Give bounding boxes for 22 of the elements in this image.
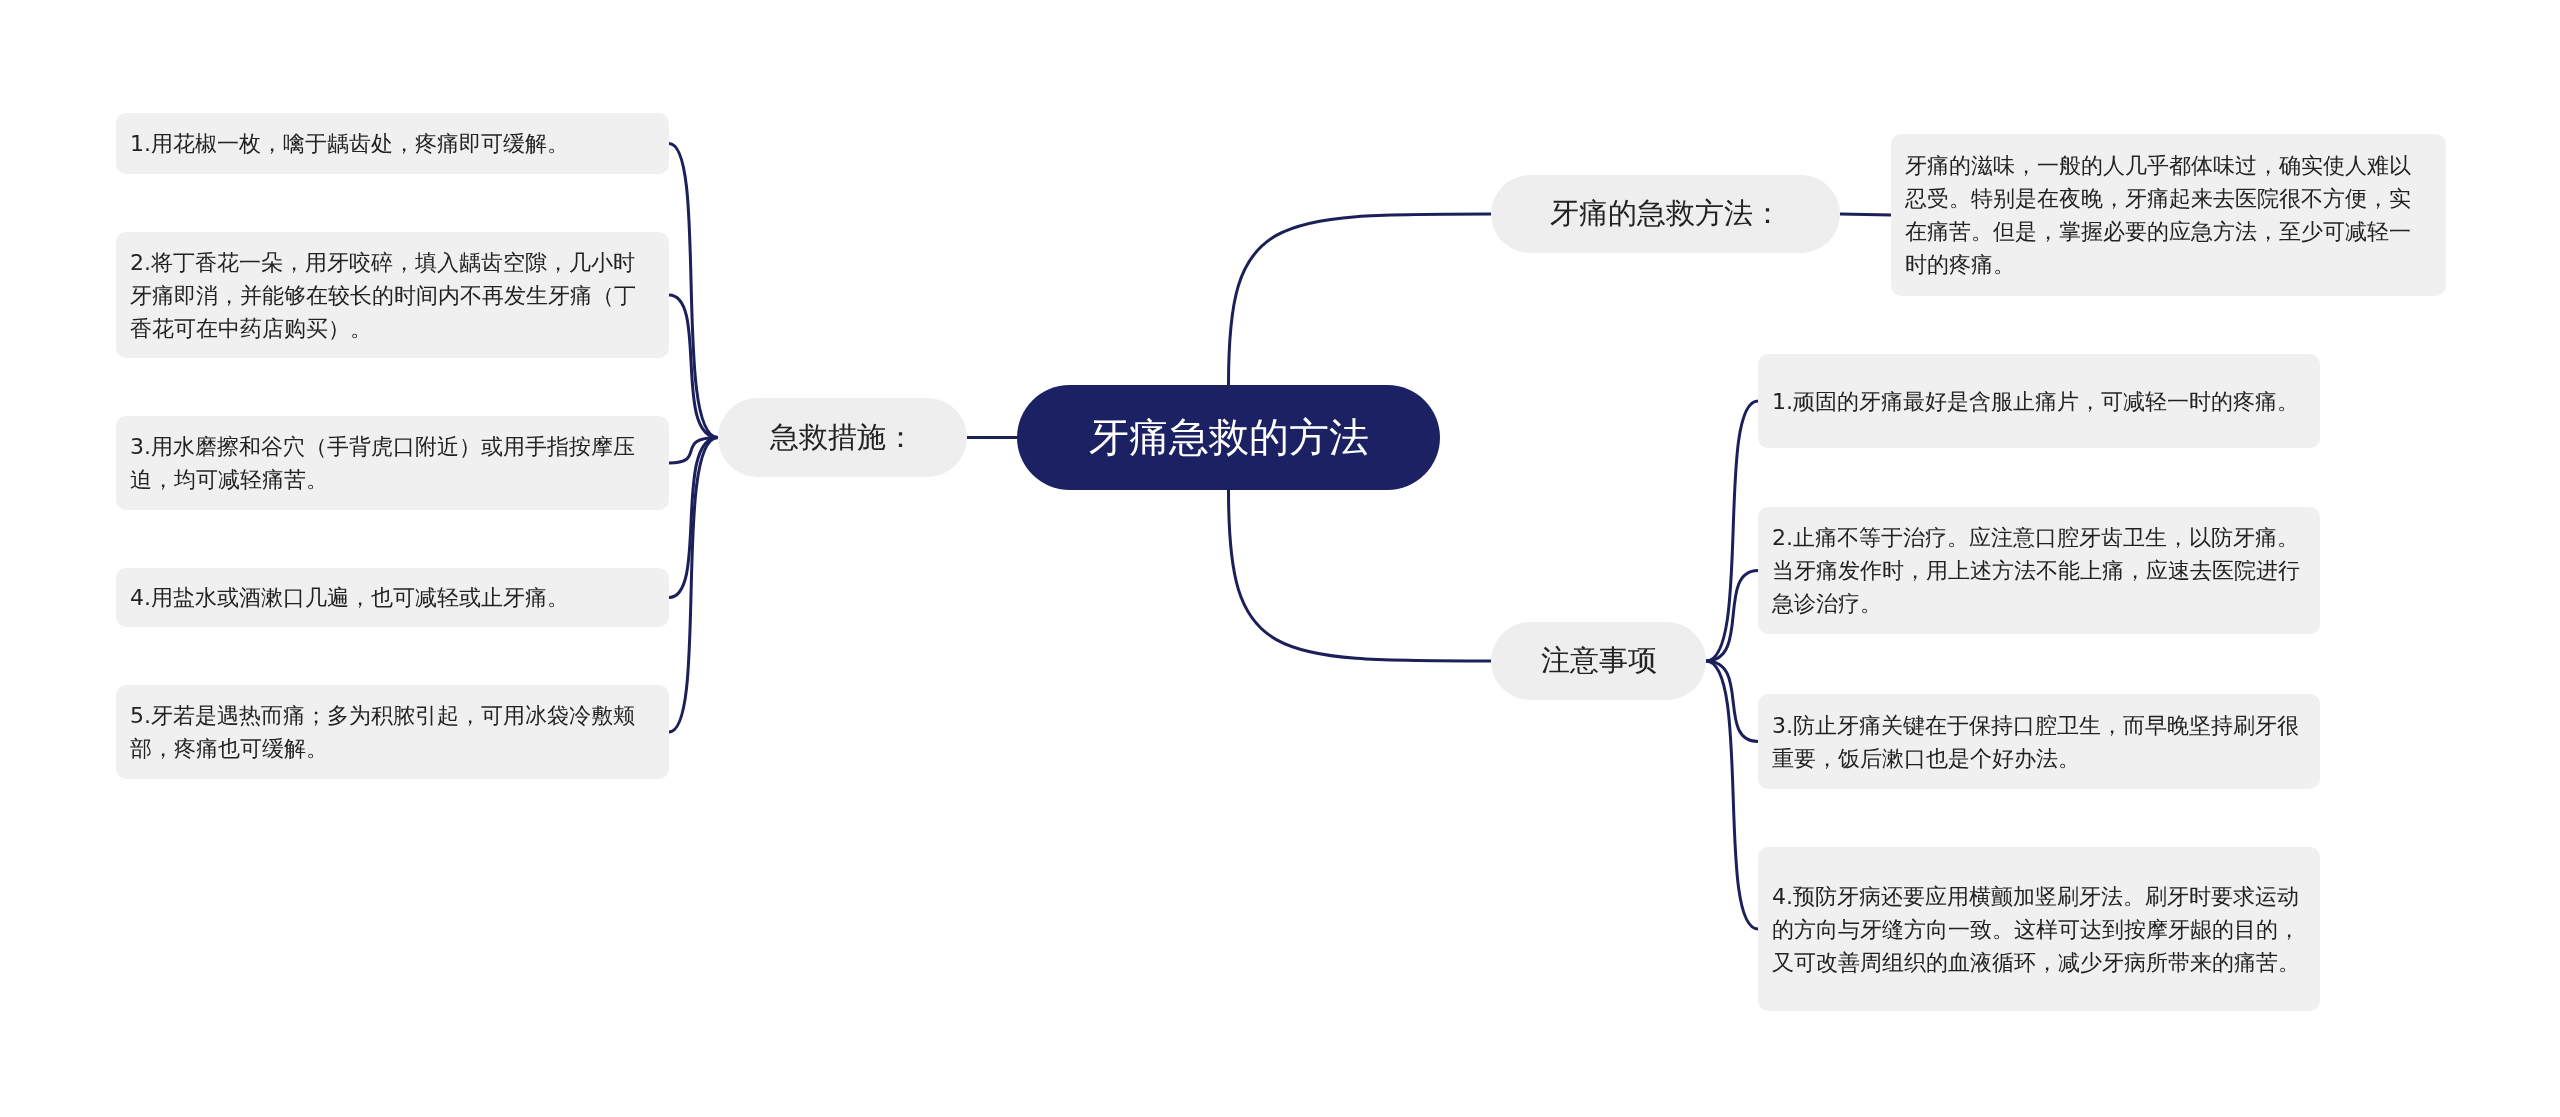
note-card: 3.防止牙痛关键在于保持口腔卫生，而早晚坚持刷牙很重要，饭后漱口也是个好办法。 bbox=[1758, 694, 2320, 789]
note-card: 4.预防牙病还要应用横颤加竖刷牙法。刷牙时要求运动的方向与牙缝方向一致。这样可达到按摩牙龈的目的，又可改善周组织的血液循环，减少牙病所带来的痛苦。 bbox=[1758, 847, 2320, 1011]
connector-line bbox=[1227, 489, 1491, 663]
note-card: 2.将丁香花一朵，用牙咬碎，填入龋齿空隙，几小时牙痛即消，并能够在较长的时间内不再发生牙痛（丁香花可在中药店购买）。 bbox=[116, 232, 669, 358]
note-card: 牙痛的滋味，一般的人几乎都体味过，确实使人难以忍受。特别是在夜晚，牙痛起来去医院很不方便，实在痛苦。但是，掌握必要的应急方法，至少可减轻一时的疼痛。 bbox=[1891, 134, 2446, 296]
connector-line bbox=[668, 142, 719, 439]
note-card: 4.用盐水或酒漱口几遍，也可减轻或止牙痛。 bbox=[116, 568, 669, 627]
note-card: 3.用水磨擦和谷穴（手背虎口附近）或用手指按摩压迫，均可减轻痛苦。 bbox=[116, 416, 669, 510]
connector-line bbox=[1705, 659, 1759, 931]
branch-topic: 急救措施： bbox=[718, 398, 967, 477]
connector-line bbox=[1839, 212, 1892, 217]
connector-line bbox=[1227, 212, 1491, 386]
note-card: 1.顽固的牙痛最好是含服止痛片，可减轻一时的疼痛。 bbox=[1758, 354, 2320, 448]
note-card: 1.用花椒一枚，噙于龋齿处，疼痛即可缓解。 bbox=[116, 113, 669, 174]
note-card: 5.牙若是遇热而痛；多为积脓引起，可用冰袋冷敷颊部，疼痛也可缓解。 bbox=[116, 685, 669, 779]
note-card: 2.止痛不等于治疗。应注意口腔牙齿卫生，以防牙痛。当牙痛发作时，用上述方法不能上痛，应速去医院进行急诊治疗。 bbox=[1758, 507, 2320, 634]
connector-line bbox=[668, 436, 719, 734]
connector-line bbox=[967, 436, 1017, 439]
branch-topic: 注意事项 bbox=[1491, 622, 1706, 700]
connector-line bbox=[1705, 569, 1759, 663]
central-topic: 牙痛急救的方法 bbox=[1017, 385, 1440, 490]
branch-topic: 牙痛的急救方法： bbox=[1491, 175, 1840, 253]
